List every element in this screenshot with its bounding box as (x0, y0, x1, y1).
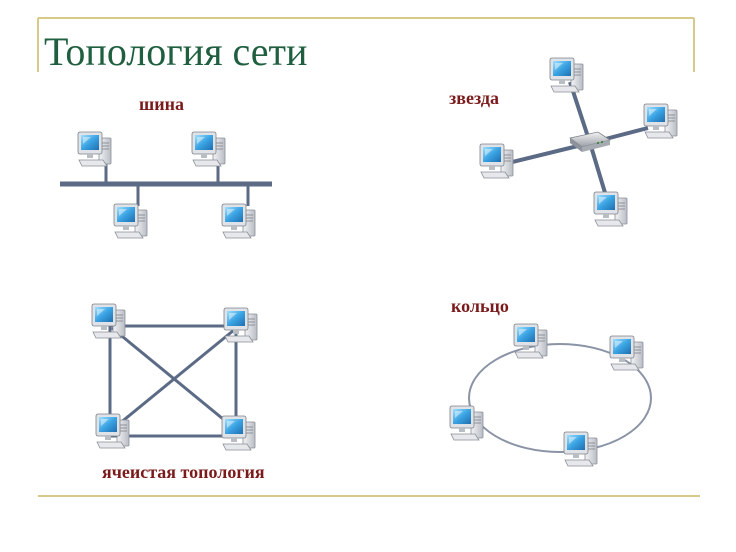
computer-icon (549, 57, 584, 93)
computer-icon (221, 203, 256, 239)
computer-icon (563, 431, 598, 467)
computer-icon (479, 143, 514, 179)
star-topology (479, 57, 678, 227)
computer-icon (91, 303, 126, 339)
network-hub-icon (569, 131, 611, 152)
computer-icon (223, 307, 258, 343)
computer-icon (191, 131, 226, 167)
computer-icon (449, 405, 484, 441)
page-title: Топология сети (44, 29, 308, 74)
computer-icon (221, 415, 256, 451)
mesh-topology-label: ячеистая топология (102, 462, 265, 482)
ring-topology-label: кольцо (451, 296, 509, 316)
computer-icon (77, 131, 112, 167)
computer-icon (643, 103, 678, 139)
mesh-topology (91, 303, 258, 451)
bus-topology-label: шина (139, 94, 184, 114)
computer-icon (593, 191, 628, 227)
star-link-4 (588, 142, 608, 197)
mesh-link-diag-2 (113, 328, 235, 430)
ring-cable (468, 343, 652, 453)
computer-icon (513, 323, 548, 359)
bus-topology (60, 131, 272, 239)
ring-topology (449, 323, 652, 467)
computer-icon (609, 335, 644, 371)
computer-icon (113, 203, 148, 239)
star-topology-label: звезда (449, 88, 499, 108)
